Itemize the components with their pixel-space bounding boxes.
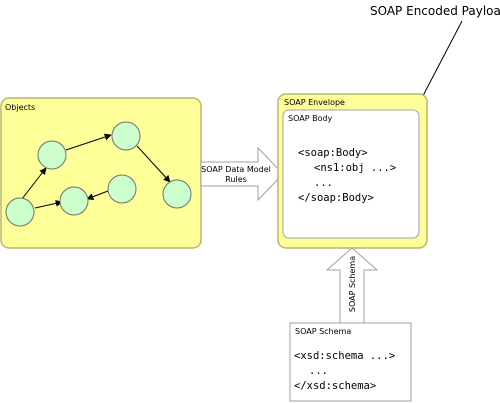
edge-node2-node3 bbox=[65, 133, 112, 151]
payload-label: SOAP Encoded Payload bbox=[370, 4, 500, 18]
object-node bbox=[37, 140, 67, 170]
objects-panel bbox=[0, 97, 202, 249]
soap-schema-code-line: <xsd:schema ...> bbox=[294, 350, 395, 362]
soap-body-title: SOAP Body bbox=[288, 114, 333, 123]
soap-body bbox=[282, 109, 420, 239]
data-model-arrow bbox=[200, 146, 284, 202]
object-node bbox=[107, 174, 137, 204]
data-model-arrow-label-line1: SOAP Data Model bbox=[201, 165, 271, 174]
schema-arrow bbox=[325, 247, 379, 324]
edge-node6-node5 bbox=[86, 190, 109, 201]
edge-node1-node2 bbox=[21, 167, 47, 200]
soap-body-code-line: <ns1:obj ...> bbox=[314, 162, 396, 174]
object-node bbox=[59, 186, 89, 216]
object-node bbox=[162, 179, 192, 209]
soap-schema-code-line: </xsd:schema> bbox=[294, 380, 376, 392]
data-model-arrow-label-line2: Rules bbox=[225, 175, 247, 184]
object-node bbox=[111, 121, 141, 151]
soap-body-code-line: <soap:Body> bbox=[298, 147, 368, 159]
soap-schema-box bbox=[289, 322, 412, 402]
soap-envelope-title: SOAP Envelope bbox=[284, 98, 345, 107]
object-graph-nodes bbox=[5, 121, 192, 227]
objects-title: Objects bbox=[5, 103, 35, 112]
edge-node1-node5 bbox=[34, 199, 63, 209]
soap-body-code-line: </soap:Body> bbox=[298, 192, 374, 204]
soap-schema-title: SOAP Schema bbox=[295, 327, 351, 336]
edge-node3-node4 bbox=[136, 145, 171, 183]
soap-schema-code-line: ... bbox=[309, 365, 328, 377]
schema-arrow-label: SOAP Schema bbox=[348, 256, 357, 312]
object-node bbox=[5, 197, 35, 227]
soap-body-code-line: ... bbox=[314, 177, 333, 189]
object-graph-edges bbox=[21, 133, 171, 209]
